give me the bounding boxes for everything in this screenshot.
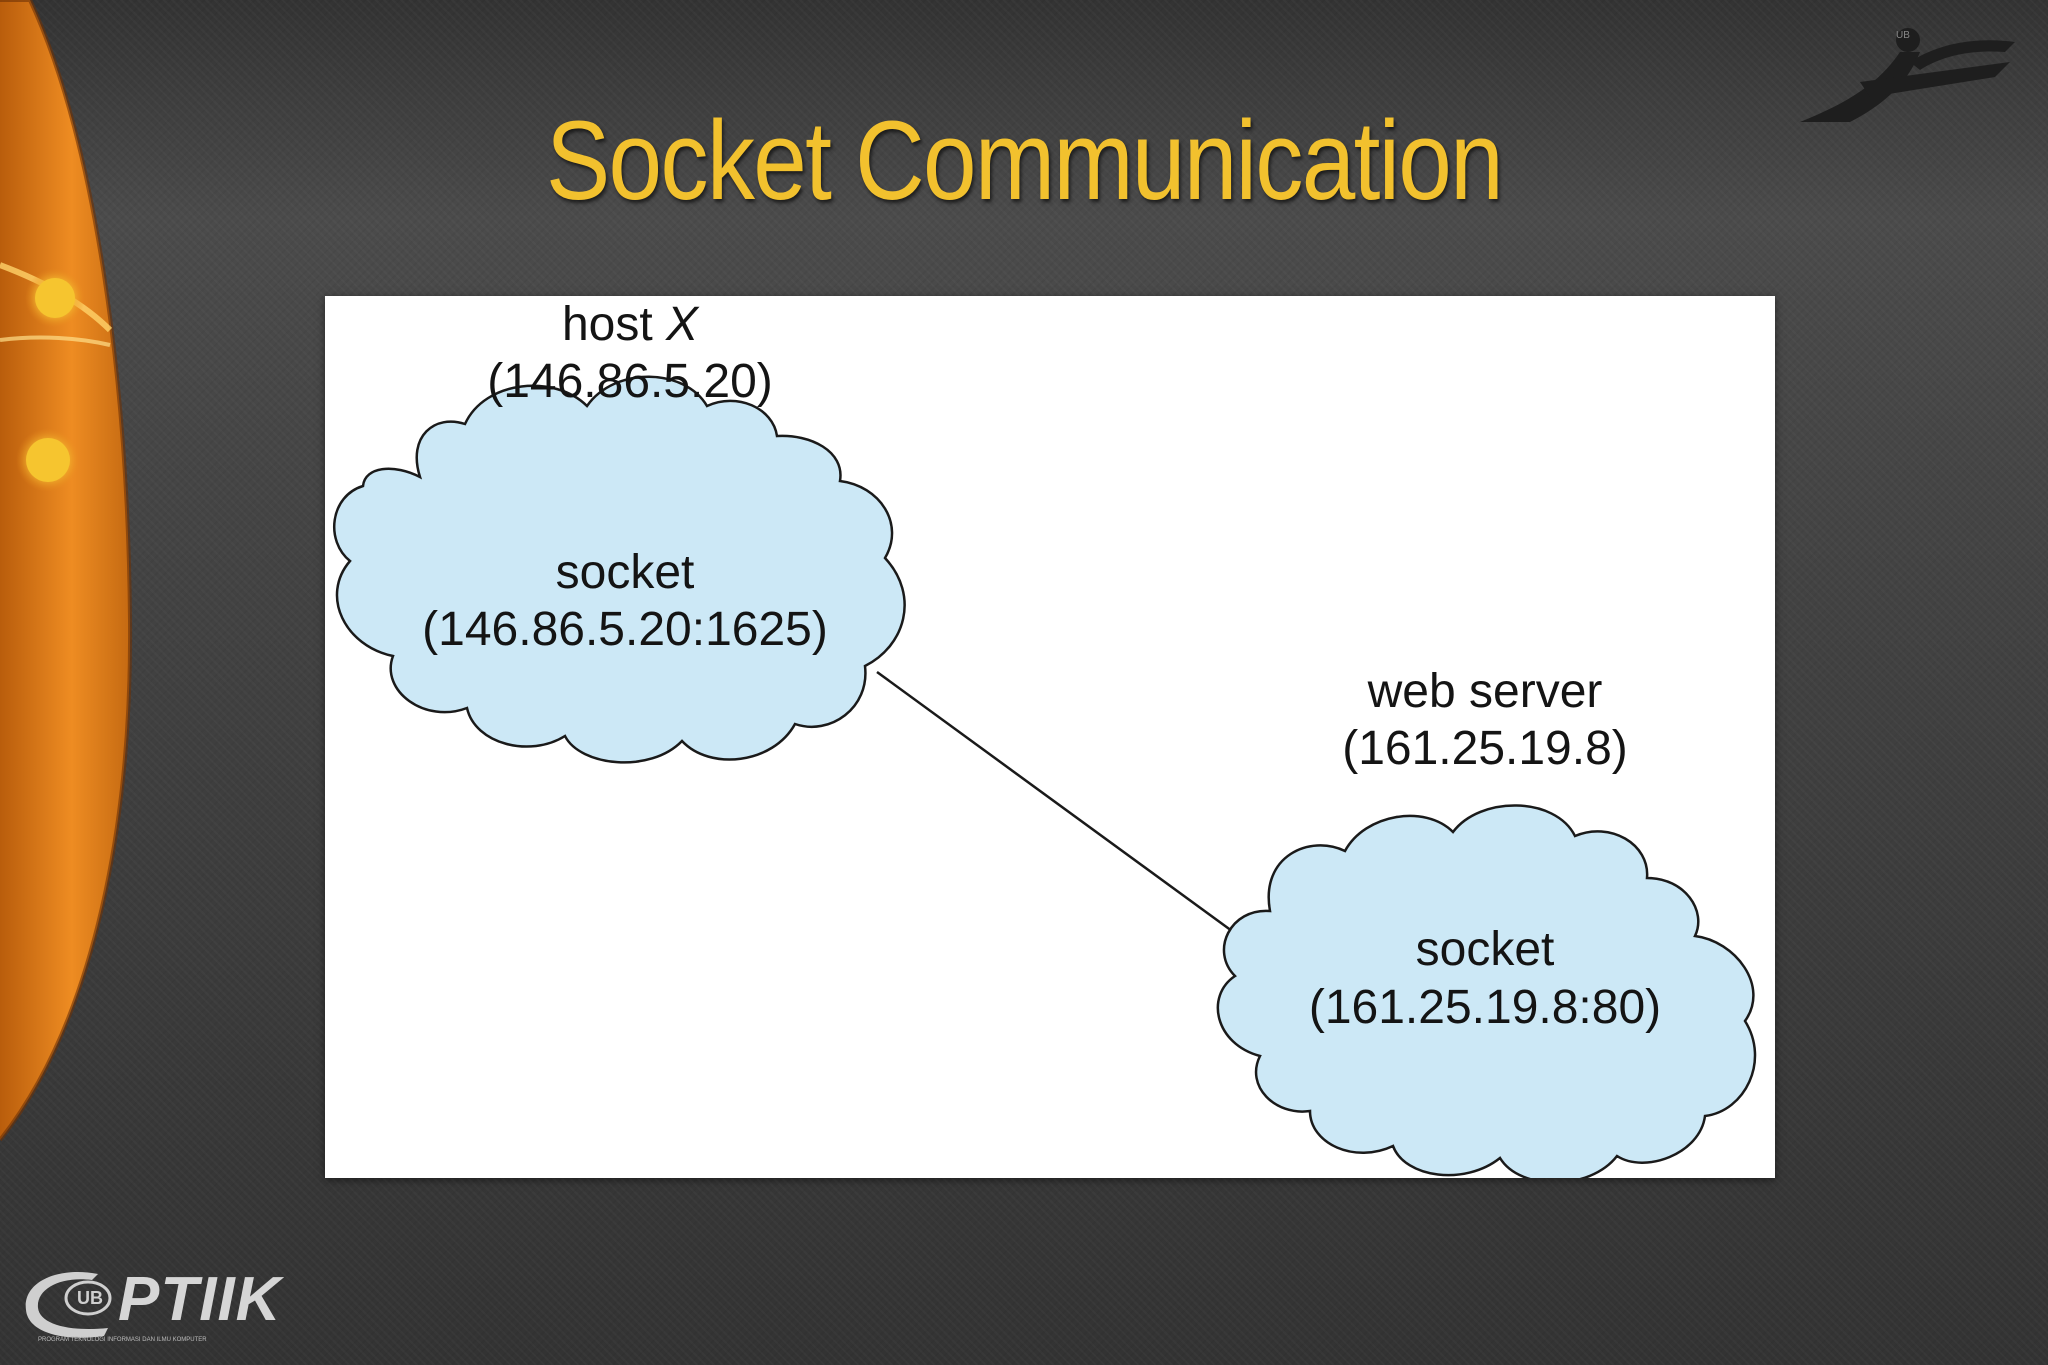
corner-logo-badge: UB [1896,30,1910,41]
ptiik-logo-icon [25,1271,112,1338]
orange-swoosh-decoration [0,0,133,1142]
server-socket-address: (161.25.19.8:80) [1308,981,1662,1034]
host-socket-address: (146.86.5.20:1625) [422,603,828,656]
server-label: web server [1367,665,1603,718]
footer-logo-text: PTIIK [118,1265,282,1334]
host-label: host X [465,296,795,354]
host-label-text: host [561,298,653,351]
connection-line [876,670,1270,960]
slide-title: Socket Communication [546,98,1504,223]
footer-tagline: PROGRAM TEKNOLOGI INFORMASI DAN ILMU KOM… [38,1337,207,1343]
institution-logo-icon [1800,28,2015,122]
host-cloud-shape [333,375,906,764]
host-label-variable: X [666,298,699,351]
server-socket-label: socket [1415,923,1555,976]
server-ip: (161.25.19.8) [1342,722,1628,775]
host-ip: (146.86.5.20) [487,355,773,408]
diagram-canvas [333,375,1757,1178]
server-cloud-shape [1216,804,1757,1178]
socket-diagram: host X (146.86.5.20) socket (146.86.5.20… [325,296,1775,1178]
footer-logo-badge: UB [77,1288,103,1308]
host-socket-label: socket [555,546,695,599]
